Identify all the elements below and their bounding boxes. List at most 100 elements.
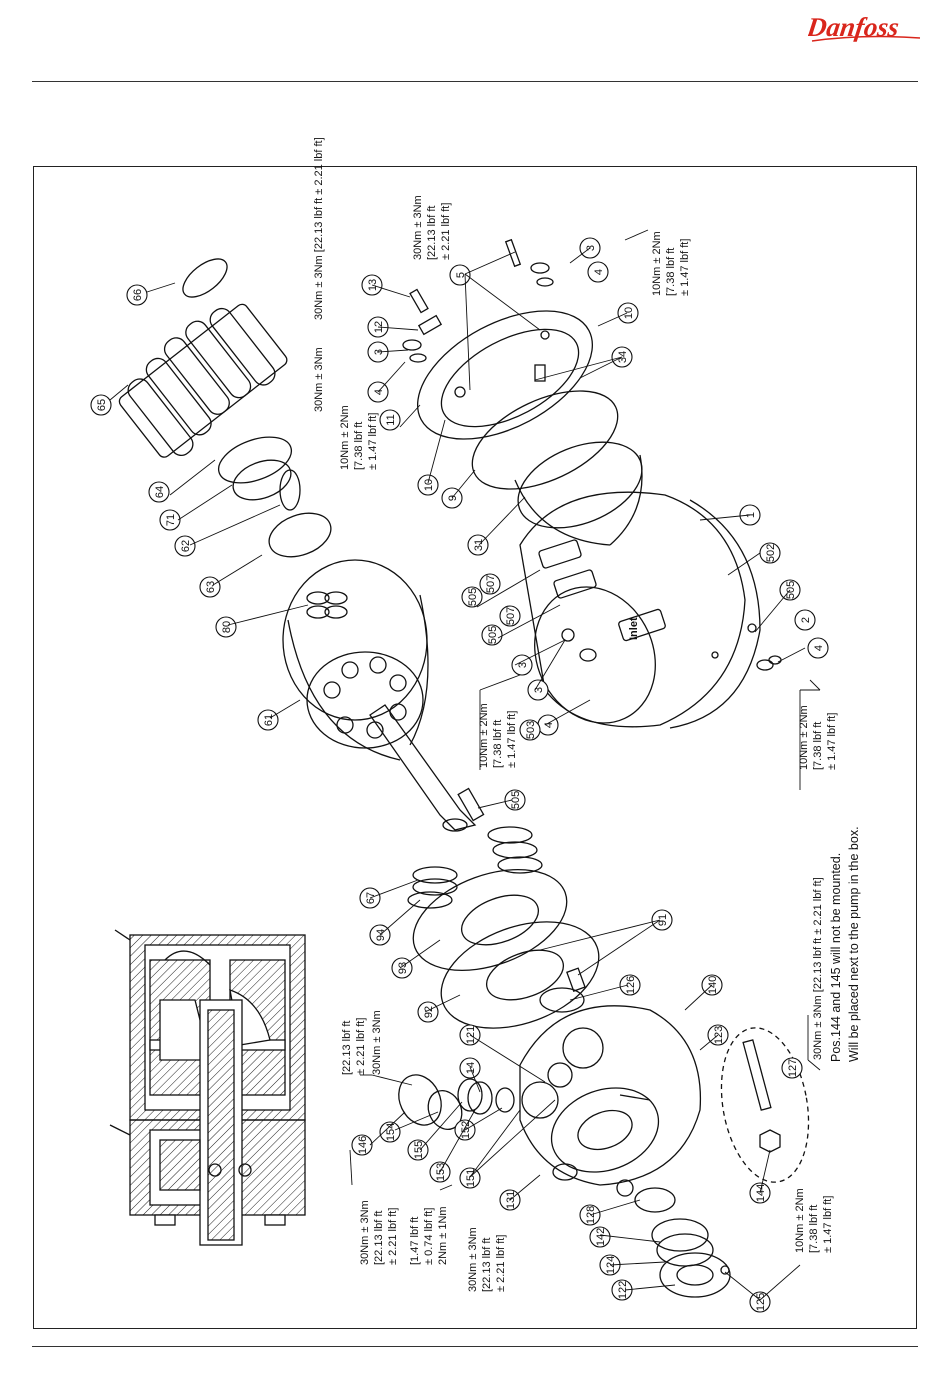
torque-128-line2: [22.13 lbf ft — [481, 1238, 493, 1292]
torque-154-line3: ± 2.21 lbf ft] — [387, 1208, 399, 1265]
balloon-4: 4 — [537, 714, 559, 736]
balloon-label: 10 — [623, 307, 635, 319]
leader-lines — [109, 229, 821, 1301]
balloon-122: 122 — [611, 1279, 633, 1301]
balloon-label: 11 — [385, 414, 397, 425]
balloon-label: 62 — [180, 540, 192, 552]
section-view — [109, 929, 306, 1246]
torque-127-line3: ± 1.47 lbf ft] — [822, 1196, 834, 1253]
balloon-label: 4 — [543, 722, 555, 728]
balloon-91: 91 — [651, 909, 673, 931]
balloon-505: 505 — [461, 586, 483, 608]
balloon-63: 63 — [199, 576, 221, 598]
torque-152-line2: ± 0.74 lbf ft] — [423, 1208, 435, 1265]
balloon-label: 9 — [447, 495, 459, 501]
assembly-note: Pos.144 and 145 will not be mounted. Wil… — [829, 826, 861, 1062]
balloon-label: 14 — [465, 1062, 477, 1074]
balloon-154: 154 — [379, 1121, 401, 1143]
torque-14-line1: [22.13 lbf ft — [341, 1021, 353, 1075]
balloon-label: 131 — [505, 1191, 517, 1209]
balloon-label: 122 — [617, 1281, 629, 1299]
balloon-155: 155 — [407, 1139, 429, 1161]
balloon-label: 10 — [423, 479, 435, 491]
danfoss-logo: Danfoss — [808, 12, 921, 42]
balloon-505: 505 — [481, 624, 503, 646]
balloon-125: 125 — [749, 1291, 771, 1313]
balloon-label: 152 — [460, 1121, 472, 1139]
balloon-label: 2 — [800, 617, 812, 623]
balloon-label: 4 — [813, 645, 825, 651]
balloon-label: 4 — [593, 269, 605, 275]
balloon-505: 505 — [504, 789, 526, 811]
balloon-71: 71 — [159, 509, 181, 531]
balloon-label: 3 — [585, 245, 597, 251]
torque-annotations: 30Nm ± 3Nm [22.13 lbf ft ± 2.21 lbf ft] … — [313, 137, 838, 1292]
torque-mid-line1: 10Nm ± 2Nm — [478, 703, 490, 768]
balloon-11: 11 — [379, 409, 401, 431]
end-parts — [634, 1187, 731, 1298]
balloon-503: 503 — [519, 719, 541, 741]
cover-plate — [402, 238, 643, 546]
loose-parts — [720, 1027, 810, 1183]
balloon-label: 71 — [165, 514, 177, 526]
torque-5-line3: ± 2.21 lbf ft] — [440, 203, 452, 260]
header-rule — [32, 81, 918, 82]
torque-154-line1: 30Nm ± 3Nm — [359, 1200, 371, 1265]
balloon-61: 61 — [257, 709, 279, 731]
balloon-127: 127 — [781, 1057, 803, 1079]
balloon-146: 146 — [351, 1134, 373, 1156]
balloon-65: 65 — [90, 394, 112, 416]
balloon-62: 62 — [174, 535, 196, 557]
balloon-93: 93 — [391, 957, 413, 979]
torque-4-left-line3: ± 1.47 lbf ft] — [367, 413, 379, 470]
torque-127-line1: 10Nm ± 2Nm — [794, 1188, 806, 1253]
balloon-label: 507 — [505, 607, 517, 625]
torque-4-left-line1: 10Nm ± 2Nm — [339, 405, 351, 470]
balloon-label: 505 — [487, 626, 499, 644]
torque-144: 30Nm ± 3Nm [22.13 lbf ft ± 2.21 lbf ft] — [812, 877, 824, 1060]
torque-mid-line3: ± 1.47 lbf ft] — [506, 711, 518, 768]
balloon-34: 34 — [611, 346, 633, 368]
balloon-label: 1 — [745, 512, 757, 518]
torque-13: 30Nm ± 3Nm [22.13 lbf ft ± 2.21 lbf ft] — [313, 137, 325, 320]
balloon-92: 92 — [417, 1001, 439, 1023]
torque-4-left-line2: [7.38 lbf ft — [353, 422, 365, 470]
torque-mid-line2: [7.38 lbf ft — [492, 720, 504, 768]
inlet-label: Inlet — [628, 617, 640, 640]
piston-assembly — [118, 258, 348, 619]
balloon-label: 65 — [96, 399, 108, 411]
seal-stack — [398, 1074, 515, 1130]
balloon-4: 4 — [807, 637, 829, 659]
balloon-label: 155 — [413, 1141, 425, 1159]
balloon-label: 505 — [510, 791, 522, 809]
balloon-label: 502 — [765, 544, 777, 562]
balloon-14: 14 — [459, 1057, 481, 1079]
balloon-507: 507 — [479, 573, 501, 595]
footer-rule — [32, 1346, 918, 1347]
balloon-80: 80 — [215, 616, 237, 638]
balloon-label: 123 — [713, 1026, 725, 1044]
balloon-4: 4 — [587, 261, 609, 283]
torque-5-line1: 30Nm ± 3Nm — [412, 195, 424, 260]
torque-5-line2: [22.13 lbf ft — [426, 206, 438, 260]
balloon-label: 507 — [485, 575, 497, 593]
torque-128-line3: ± 2.21 lbf ft] — [495, 1235, 507, 1292]
port-housing — [519, 1005, 702, 1197]
torque-right-line2: [7.38 lbf ft — [812, 722, 824, 770]
balloon-layer: 6665135341234111010349311647162638061505… — [90, 237, 829, 1313]
torque-152-line3: 2Nm ± 1Nm — [437, 1206, 449, 1265]
balloon-label: 503 — [525, 721, 537, 739]
balloon-label: 93 — [397, 962, 409, 974]
balloon-label: 91 — [657, 914, 669, 926]
balloon-label: 34 — [617, 351, 629, 363]
balloon-label: 505 — [467, 588, 479, 606]
torque-127-line2: [7.38 lbf ft — [808, 1205, 820, 1253]
torque-3-left: 30Nm ± 3Nm — [313, 347, 325, 412]
balloon-label: 3 — [517, 662, 529, 668]
balloon-64: 64 — [148, 481, 170, 503]
torque-3-right-line3: ± 1.47 lbf ft] — [679, 239, 691, 296]
balloon-label: 66 — [132, 289, 144, 301]
balloon-label: 80 — [221, 621, 233, 633]
diagram-frame — [33, 166, 917, 1329]
